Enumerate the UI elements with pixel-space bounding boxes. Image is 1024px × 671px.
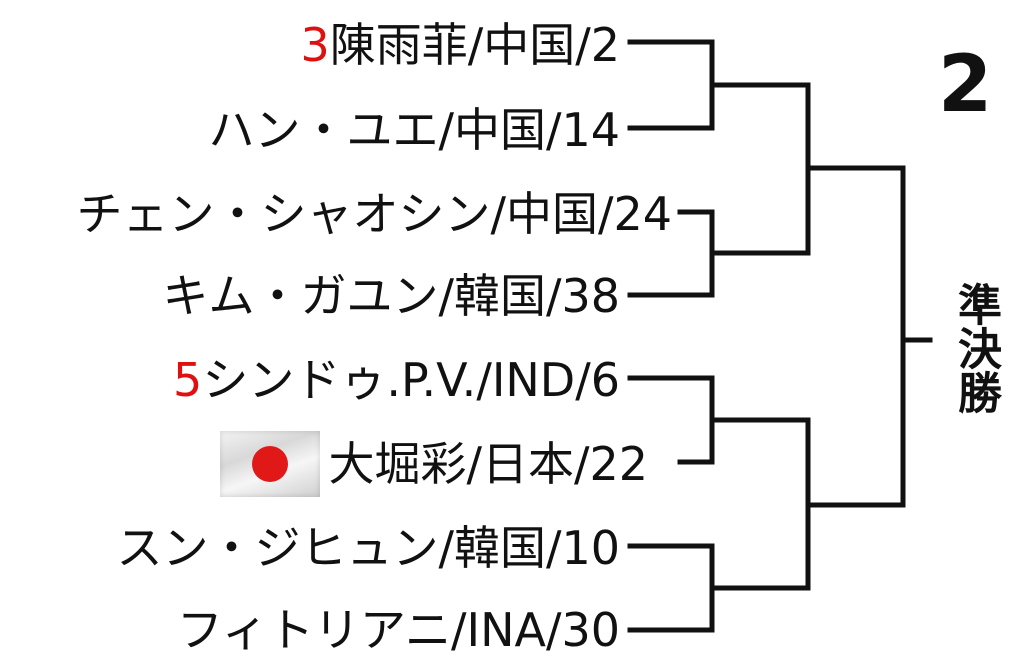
separator: /	[438, 521, 454, 575]
separator: /	[545, 103, 562, 157]
player-row: キム・ガユン/韓国/38	[162, 266, 620, 326]
separator: /	[451, 603, 467, 657]
separator: /	[438, 269, 454, 323]
round-label: 準決勝	[950, 282, 1001, 414]
separator: /	[467, 18, 484, 72]
draw-position: 22	[589, 437, 648, 491]
seed-number: 5	[173, 353, 203, 407]
player-country: 韓国	[453, 521, 546, 575]
separator: /	[476, 353, 492, 407]
draw-position: 14	[561, 103, 620, 157]
bracket-connector-r2-upper	[805, 82, 906, 256]
separator: /	[575, 18, 591, 72]
player-row: ハン・ユエ/中国/14	[208, 100, 620, 160]
japan-flag-icon	[220, 431, 321, 497]
player-row: 大堀彩/日本/22	[220, 431, 648, 497]
draw-position: 2	[590, 18, 620, 72]
separator: /	[575, 353, 591, 407]
player-country: 日本	[481, 437, 574, 491]
separator: /	[573, 437, 590, 491]
draw-position: 38	[561, 269, 620, 323]
player-country: IND	[491, 353, 576, 407]
player-name: チェン・シャオシン	[76, 187, 491, 241]
bracket-connector-r1-b	[627, 209, 811, 298]
player-country: INA	[466, 603, 546, 657]
player-name: スン・ジヒュン	[116, 521, 439, 575]
draw-position: 24	[613, 187, 672, 241]
block-number: 2	[938, 40, 993, 130]
player-name: 大堀彩	[328, 437, 467, 491]
draw-position: 10	[561, 521, 620, 575]
flag-sun	[252, 446, 289, 482]
draw-position: 6	[590, 353, 620, 407]
player-country: 中国	[453, 103, 546, 157]
separator: /	[545, 521, 562, 575]
player-name: キム・ガユン	[162, 269, 439, 323]
separator: /	[466, 437, 482, 491]
draw-position: 30	[561, 603, 620, 657]
player-row: スン・ジヒュン/韓国/10	[116, 518, 620, 578]
bracket-connector-r1-c	[627, 375, 811, 465]
separator: /	[490, 187, 506, 241]
player-country: 韓国	[453, 269, 546, 323]
player-row: チェン・シャオシン/中国/24	[76, 184, 672, 244]
player-name: 陳雨菲	[329, 18, 468, 72]
separator: /	[545, 603, 562, 657]
bracket-connector-r1-d	[627, 543, 811, 633]
player-name: シンドゥ.P.V.	[202, 353, 477, 407]
player-country: 中国	[483, 18, 576, 72]
player-name: ハン・ユエ	[208, 103, 439, 157]
bracket-connector-r3	[900, 165, 933, 508]
separator: /	[438, 103, 454, 157]
separator: /	[597, 187, 614, 241]
bracket-connector-r1-a	[627, 39, 811, 131]
player-country: 中国	[505, 187, 598, 241]
seed-number: 3	[300, 18, 330, 72]
player-name: フィトリアニ	[176, 603, 451, 657]
player-row: フィトリアニ/INA/30	[177, 600, 620, 660]
bracket-connector-r2-lower	[805, 417, 906, 591]
separator: /	[545, 269, 562, 323]
